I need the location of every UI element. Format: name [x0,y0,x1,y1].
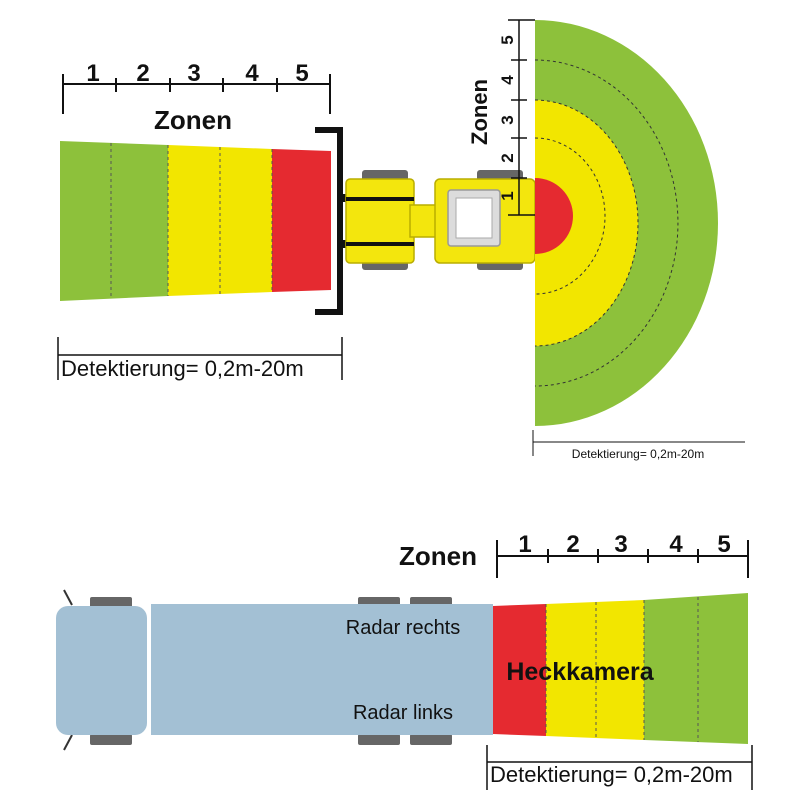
truck-zone-number-5: 5 [717,531,730,558]
rear-camera-label: Heckkamera [506,658,654,686]
rear-zone-ruler [508,19,535,216]
rear-detection-bracket [532,430,745,456]
rear-zone-fan [534,20,718,426]
truck-zones-title: Zonen [399,541,477,571]
rear-zone-number-3: 3 [498,115,517,124]
front-detection-bracket [57,337,343,380]
truck-zone-ruler [496,540,749,578]
radar-left-label: Radar links [353,702,453,724]
rear-zone-number-1: 1 [498,191,517,200]
truck-icon [56,589,493,751]
truck-zone-number-2: 2 [566,531,579,558]
front-zone-ruler [62,74,331,114]
front-zone-number-2: 2 [136,60,149,87]
front-zones-title: Zonen [154,105,232,135]
truck-detection-label: Detektierung= 0,2m-20m [490,762,733,787]
rear-zone-number-2: 2 [498,153,517,162]
rear-detection-label: Detektierung= 0,2m-20m [572,447,704,461]
rear-zones-title: Zonen [467,79,492,145]
truck-detection-bracket [486,745,753,790]
radar-right-label: Radar rechts [346,617,461,639]
front-zone-number-4: 4 [245,60,259,87]
front-zone-fan [60,141,331,301]
front-zone-number-1: 1 [86,60,99,87]
truck-zone-number-4: 4 [669,531,683,558]
front-zone-number-3: 3 [187,60,200,87]
rear-zone-number-5: 5 [498,35,517,44]
front-zone-number-5: 5 [295,60,308,87]
truck-zone-number-1: 1 [518,531,531,558]
front-detection-label: Detektierung= 0,2m-20m [61,356,304,381]
truck-zone-number-3: 3 [614,531,627,558]
wheel-loader-icon [315,127,536,315]
truck-zone-fan [493,593,748,744]
rear-zone-number-4: 4 [498,75,517,85]
